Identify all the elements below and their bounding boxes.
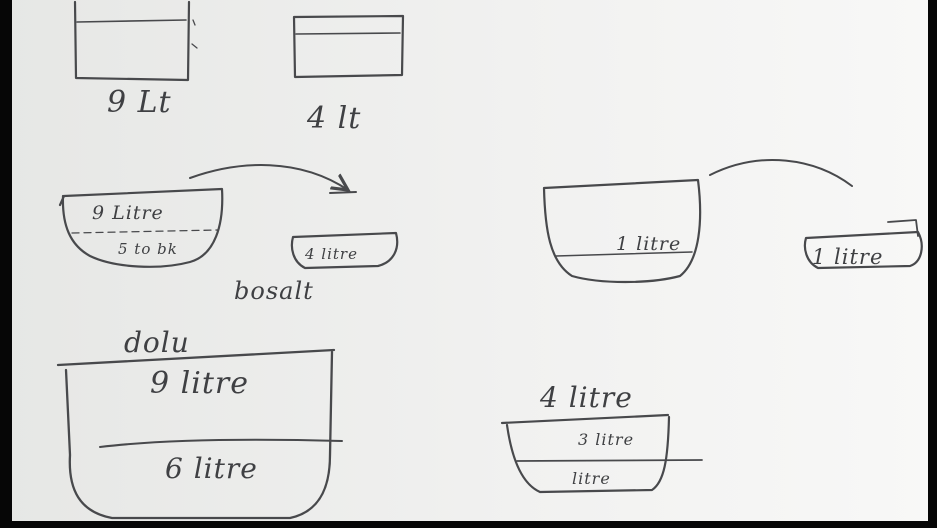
frame-bottom-bar — [0, 521, 937, 528]
bottom-big-jug — [56, 348, 343, 520]
frame-right-bar — [928, 0, 937, 528]
small-jug-bottom-label: litre — [572, 469, 611, 488]
pour-arc-right — [709, 159, 853, 187]
right-large-bowl-label: 1 litre — [616, 233, 681, 255]
big-jug-top-label: 9 litre — [150, 366, 249, 401]
small-jug-top-label: 3 litre — [578, 430, 634, 449]
middle-large-bowl-bottom-label: 5 to bk — [118, 240, 178, 258]
top-small-jug — [292, 14, 405, 79]
full-caption: dolu — [124, 326, 190, 359]
top-large-jug — [73, 0, 198, 82]
big-jug-bottom-label: 6 litre — [165, 452, 258, 485]
top-large-jug-label: 9 Lt — [107, 85, 172, 120]
small-jug-caption: 4 litre — [539, 381, 633, 414]
middle-small-bowl — [290, 231, 399, 270]
middle-large-bowl — [58, 187, 224, 268]
right-large-bowl — [542, 178, 702, 284]
right-small-bowl-label: 1 litre — [812, 245, 883, 269]
middle-small-bowl-label: 4 litre — [304, 245, 358, 263]
top-small-jug-label: 4 lt — [306, 101, 361, 136]
bottom-small-jug — [500, 413, 703, 494]
right-small-bowl — [803, 219, 923, 270]
middle-large-bowl-top-label: 9 Litre — [92, 202, 164, 224]
pour-caption: bosalt — [234, 277, 314, 305]
frame-left-bar — [0, 0, 12, 528]
pour-arrow-left — [189, 164, 357, 194]
